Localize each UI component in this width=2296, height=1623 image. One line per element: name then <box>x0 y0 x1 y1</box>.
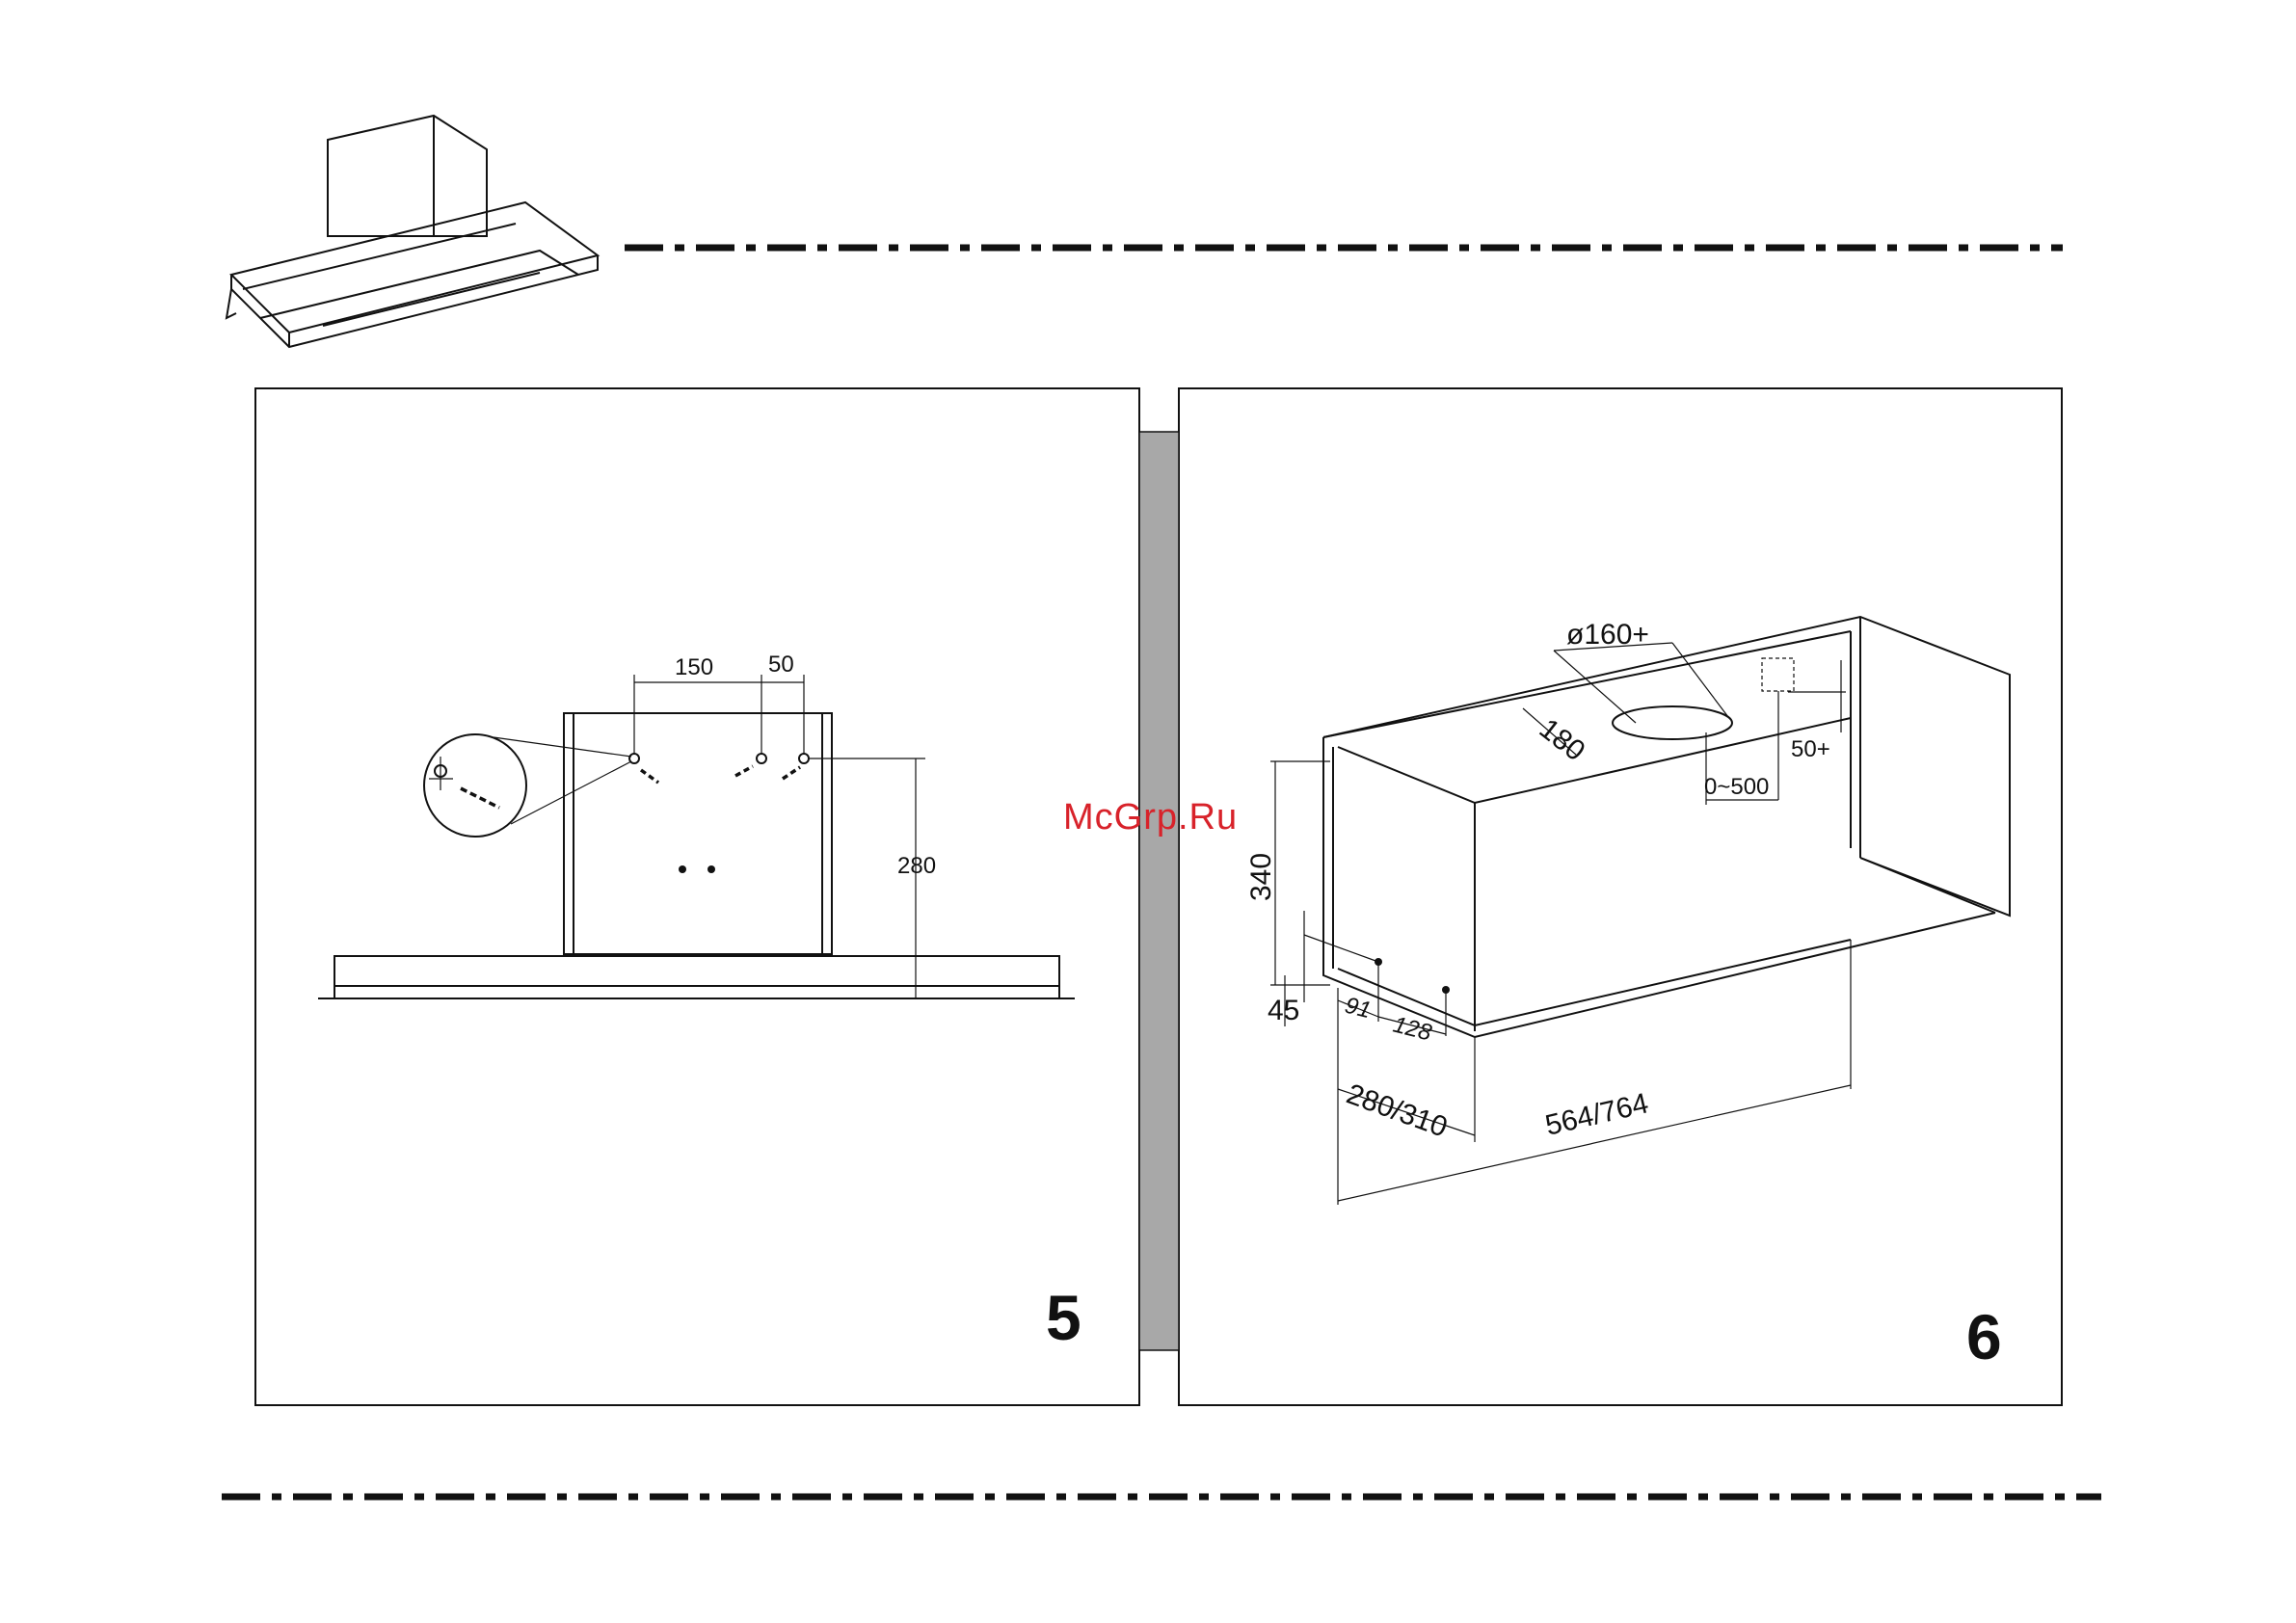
figure-6-panel <box>1179 388 2062 1405</box>
gutter-bar <box>1139 432 1179 1350</box>
dim-duct-range-label: 0~500 <box>1704 774 1769 800</box>
dim-socket-offset-label: 50+ <box>1791 736 1830 762</box>
dim-280-label: 280 <box>897 853 936 879</box>
dim-50-label: 50 <box>768 652 794 678</box>
watermark: McGrp.Ru <box>1063 797 1238 838</box>
dim-bottom-label: 45 <box>1268 995 1299 1026</box>
dim-150-label: 150 <box>675 654 713 680</box>
hood-thumbnail-icon <box>227 116 598 347</box>
figure-5-drawing <box>318 675 1075 998</box>
dim-height-label: 340 <box>1245 853 1277 901</box>
dim-duct-diameter-label: ø160+ <box>1566 619 1649 651</box>
figure-5-panel <box>255 388 1139 1405</box>
figure-6-number: 6 <box>1966 1301 2002 1372</box>
figure-5-number: 5 <box>1046 1282 1081 1353</box>
dim-duct-offset-label: 180 <box>1534 713 1591 768</box>
dim-depth-label: 280/310 <box>1343 1078 1452 1144</box>
dim-hole-a-label: 91 <box>1343 993 1374 1024</box>
dim-hole-b-label: 128 <box>1391 1012 1435 1047</box>
